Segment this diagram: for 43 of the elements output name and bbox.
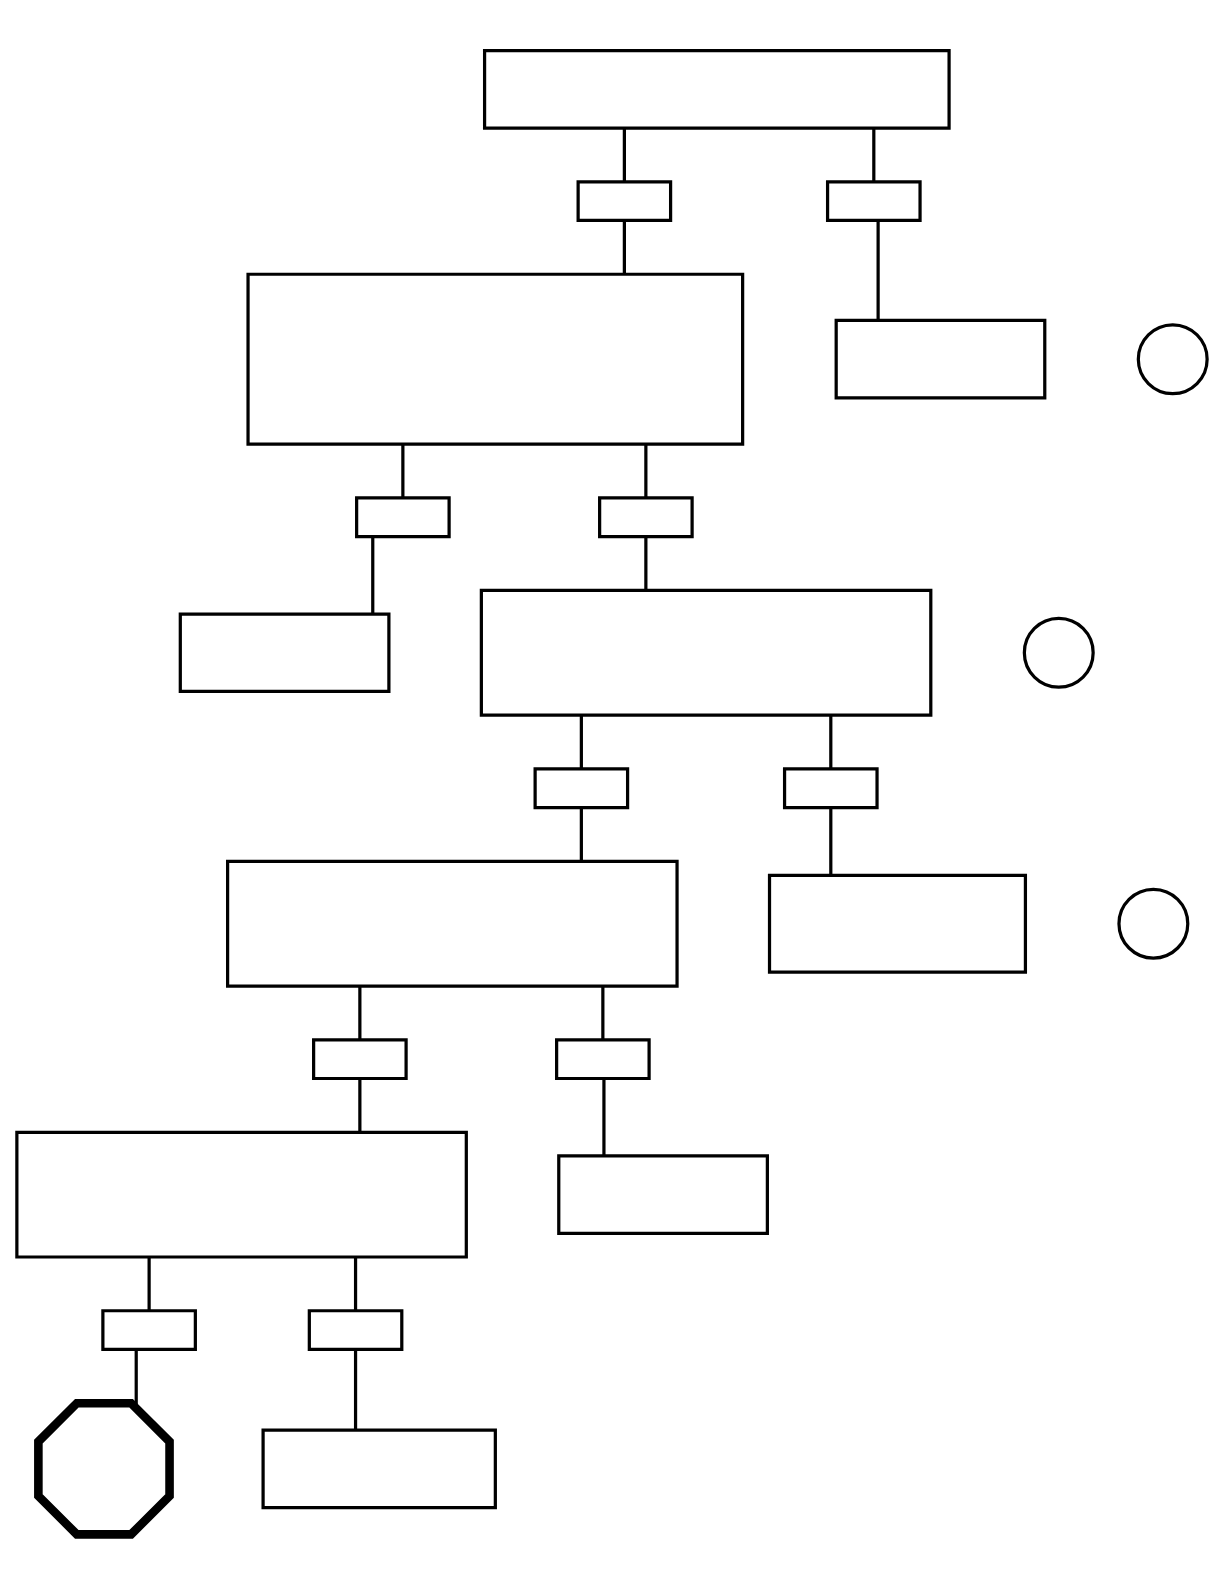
node-octagon: [34, 1398, 174, 1539]
connector: [829, 715, 833, 768]
connector: [579, 715, 583, 768]
connector: [622, 127, 626, 181]
node-box: [312, 1037, 408, 1080]
node-box: [479, 588, 933, 717]
node-box: [767, 873, 1028, 974]
connector: [353, 1349, 358, 1430]
connector: [602, 1078, 606, 1156]
node-box: [482, 48, 951, 130]
connector: [872, 127, 876, 181]
node-box: [533, 766, 630, 809]
connector: [876, 220, 880, 320]
connector: [371, 536, 375, 614]
node-box: [555, 1037, 651, 1080]
node-box: [598, 495, 694, 538]
connector: [644, 444, 648, 497]
node-circle: [1022, 616, 1095, 689]
connector: [353, 1257, 358, 1310]
node-box: [261, 1428, 497, 1509]
connector: [622, 220, 626, 274]
connector: [147, 1257, 151, 1310]
node-box: [178, 611, 391, 693]
connector: [579, 807, 583, 861]
node-box: [576, 179, 673, 222]
node-circle: [1136, 322, 1209, 395]
connector: [401, 444, 405, 497]
node-box: [246, 272, 745, 446]
node-box: [226, 859, 679, 988]
connector: [601, 986, 605, 1039]
node-box: [15, 1130, 468, 1259]
node-box: [834, 318, 1047, 399]
node-box: [355, 495, 451, 538]
connector: [358, 1078, 362, 1132]
node-box: [825, 179, 922, 222]
node-box: [307, 1308, 404, 1351]
node-circle: [1117, 887, 1190, 960]
node-box: [101, 1308, 197, 1351]
connector: [358, 986, 362, 1039]
node-box: [557, 1153, 769, 1235]
connector: [644, 536, 648, 590]
node-box: [782, 766, 879, 809]
connector: [829, 807, 833, 875]
